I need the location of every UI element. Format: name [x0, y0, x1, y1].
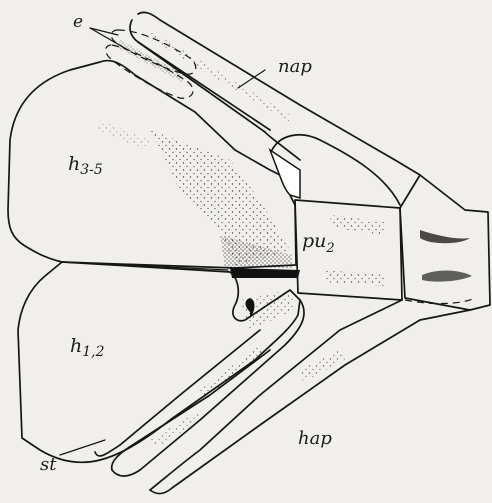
label-pu2-sub: 2: [325, 241, 334, 256]
label-hap: hap: [298, 428, 332, 449]
haemal-arch-process: [150, 300, 470, 494]
label-h35-sub: 3-5: [80, 162, 103, 178]
label-h12-sub: 1,2: [82, 344, 104, 360]
label-h35: h3-5: [68, 153, 103, 178]
label-h12: h1,2: [70, 335, 105, 360]
label-pu2: pu2: [302, 230, 335, 256]
label-e: e: [73, 12, 83, 32]
preural-centrum-3: [400, 175, 490, 310]
upper-hypural-plate: [8, 61, 296, 268]
label-nap: nap: [278, 56, 312, 77]
label-st: st: [40, 454, 57, 475]
lower-hypural-plate: [18, 262, 300, 462]
